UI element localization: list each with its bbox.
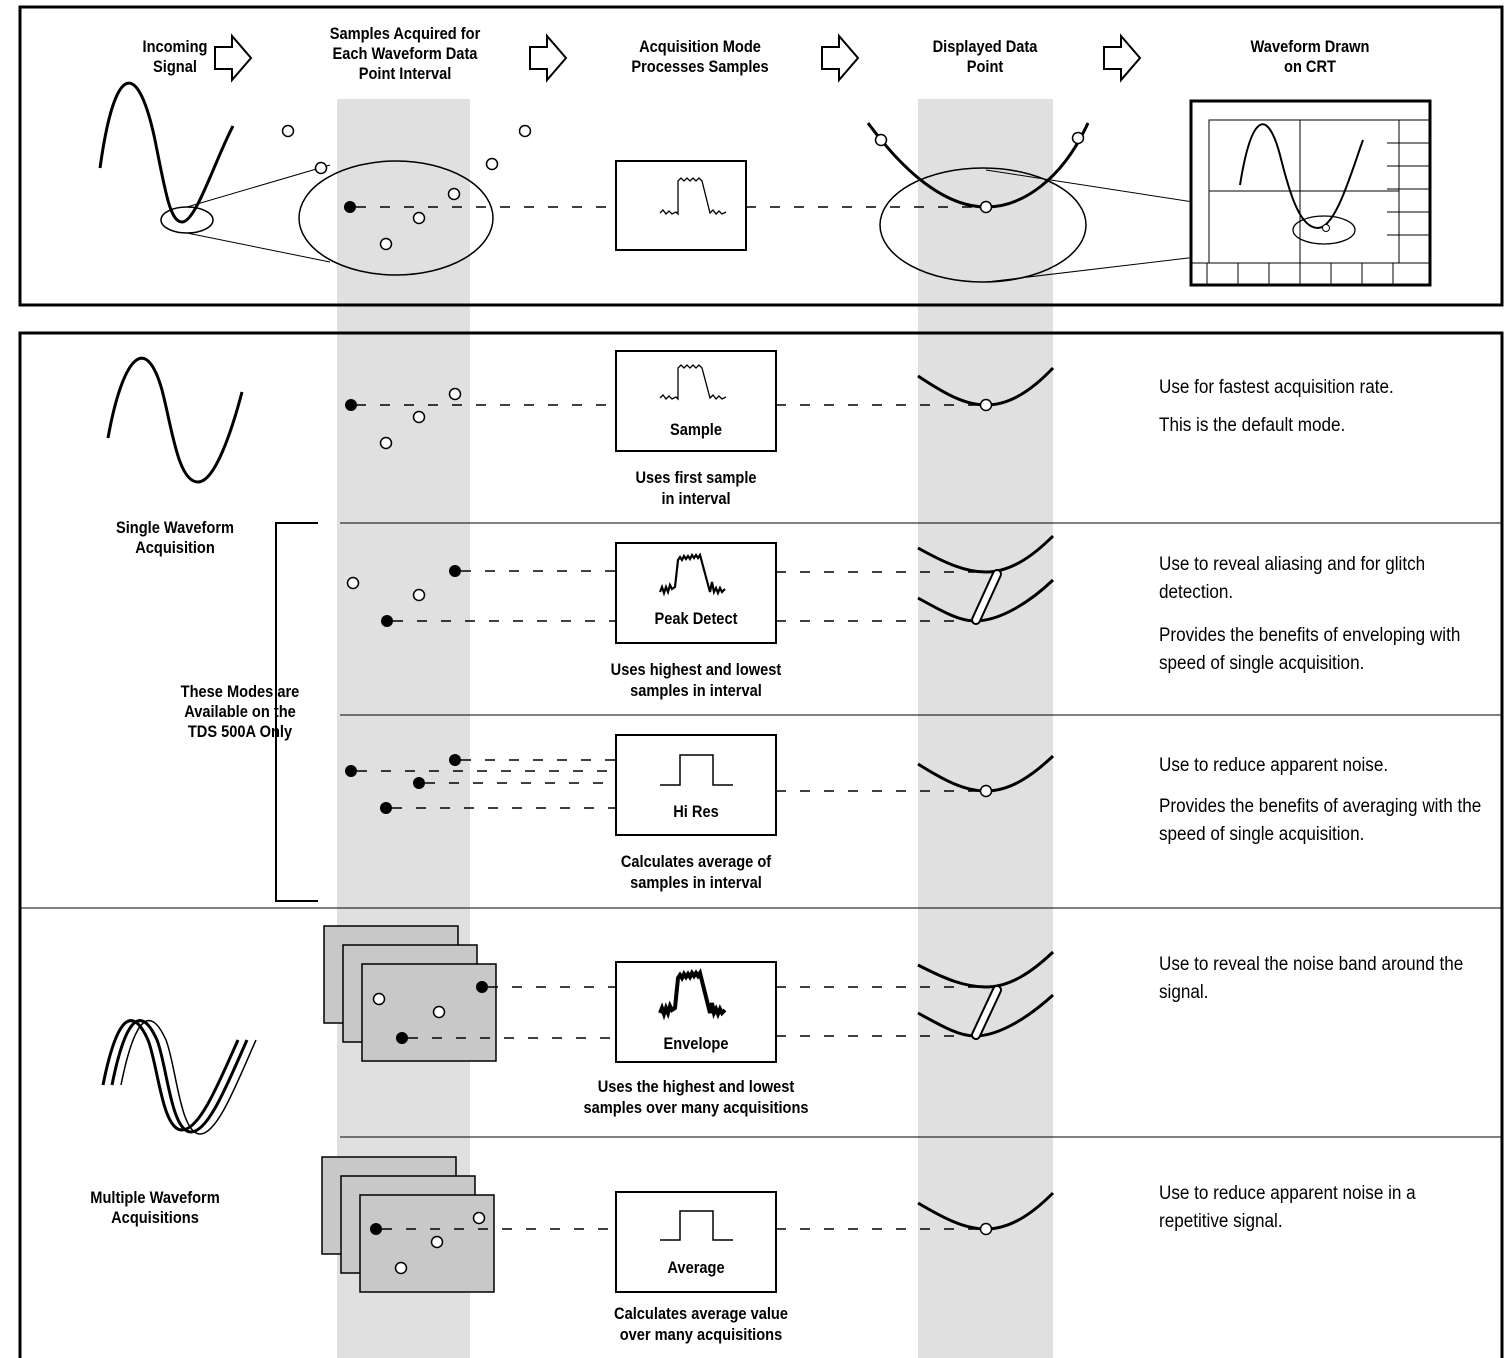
mode-caption-peak-detect: Uses highest and lowest samples in inter…	[610, 660, 782, 700]
header-waveform-drawn: Waveform Drawn on CRT	[1250, 37, 1370, 76]
tds-bracket	[275, 522, 318, 902]
displayed-point	[979, 200, 993, 214]
scattered-samples	[281, 124, 532, 251]
multiple-sine-waves	[101, 1019, 240, 1132]
mode-caption-envelope: Uses the highest and lowest samples over…	[583, 1077, 809, 1117]
mode-label-hi-res: Hi Res	[673, 802, 719, 821]
average-pulse-icon	[660, 1210, 733, 1241]
mode-desc-peak-detect-2: Provides the benefits of enveloping with…	[1159, 625, 1461, 674]
mode-desc-sample-2: This is the default mode.	[1159, 415, 1346, 436]
mode-desc-average-1: Use to reduce apparent noise in a repeti…	[1159, 1183, 1416, 1232]
mode-label-envelope: Envelope	[663, 1034, 729, 1053]
header-samples-acquired: Samples Acquired for Each Waveform Data …	[329, 24, 481, 83]
mode-caption-average: Calculates average value over many acqui…	[614, 1304, 788, 1344]
peak-detect-link	[971, 569, 1002, 625]
multiple-acquisition-label: Multiple Waveform Acquisitions	[90, 1188, 220, 1227]
mode-label-peak-detect: Peak Detect	[654, 609, 738, 628]
mode-desc-envelope-1: Use to reveal the noise band around the …	[1159, 954, 1464, 1003]
bottom-panel-frame	[18, 331, 1504, 1358]
envelope-link	[971, 985, 1002, 1040]
displayed-point-band	[918, 99, 1053, 1358]
zoom-line	[186, 164, 331, 208]
single-acquisition-label: Single Waveform Acquisition	[115, 518, 235, 557]
crt-display	[1189, 99, 1432, 287]
tds-modes-label: These Modes are Available on the TDS 500…	[180, 682, 300, 741]
process-box	[615, 160, 747, 251]
single-sine-wave	[106, 356, 244, 484]
envelope-pulse-icon	[658, 968, 727, 1021]
displayed-curve	[917, 950, 1055, 989]
displayed-ellipse	[879, 167, 1087, 283]
mode-caption-hi-res: Calculates average of samples in interva…	[620, 852, 772, 892]
flow-arrow-icon	[214, 33, 253, 83]
incoming-sine-wave	[98, 81, 235, 224]
mode-desc-hi-res-1: Use to reduce apparent noise.	[1159, 755, 1389, 776]
stacked-acquisitions	[323, 925, 497, 1062]
mode-box	[615, 542, 777, 644]
flow-arrow-icon	[529, 33, 568, 83]
peak-detect-pulse-icon	[658, 552, 726, 597]
mode-box	[615, 734, 777, 836]
header-incoming-signal: Incoming Signal	[142, 37, 208, 76]
mode-desc-hi-res-2: Provides the benefits of averaging with …	[1159, 796, 1482, 845]
flow-arrow-icon	[1103, 33, 1142, 83]
mode-box	[615, 961, 777, 1063]
mode-label-average: Average	[667, 1258, 725, 1277]
mode-desc-sample-1: Use for fastest acquisition rate.	[1159, 377, 1394, 398]
samples-band	[337, 99, 470, 1358]
sample-pulse-icon	[659, 364, 727, 401]
displayed-curve	[917, 534, 1055, 574]
header-acquisition-mode: Acquisition Mode Processes Samples	[631, 37, 769, 76]
mode-caption-sample: Uses first sample in interval	[635, 468, 757, 508]
header-displayed-point: Displayed Data Point	[932, 37, 1038, 76]
mode-label-sample: Sample	[669, 420, 723, 439]
flow-arrow-icon	[821, 33, 860, 83]
top-panel-frame	[18, 5, 1504, 307]
stacked-acquisitions	[321, 1156, 495, 1293]
mode-box	[615, 1191, 777, 1293]
hi-res-pulse-icon	[660, 754, 733, 786]
zoom-line	[186, 232, 331, 263]
process-pulse-icon	[659, 177, 727, 216]
mode-desc-peak-detect-1: Use to reveal aliasing and for glitch de…	[1159, 554, 1426, 603]
samples-ellipse	[298, 160, 494, 276]
